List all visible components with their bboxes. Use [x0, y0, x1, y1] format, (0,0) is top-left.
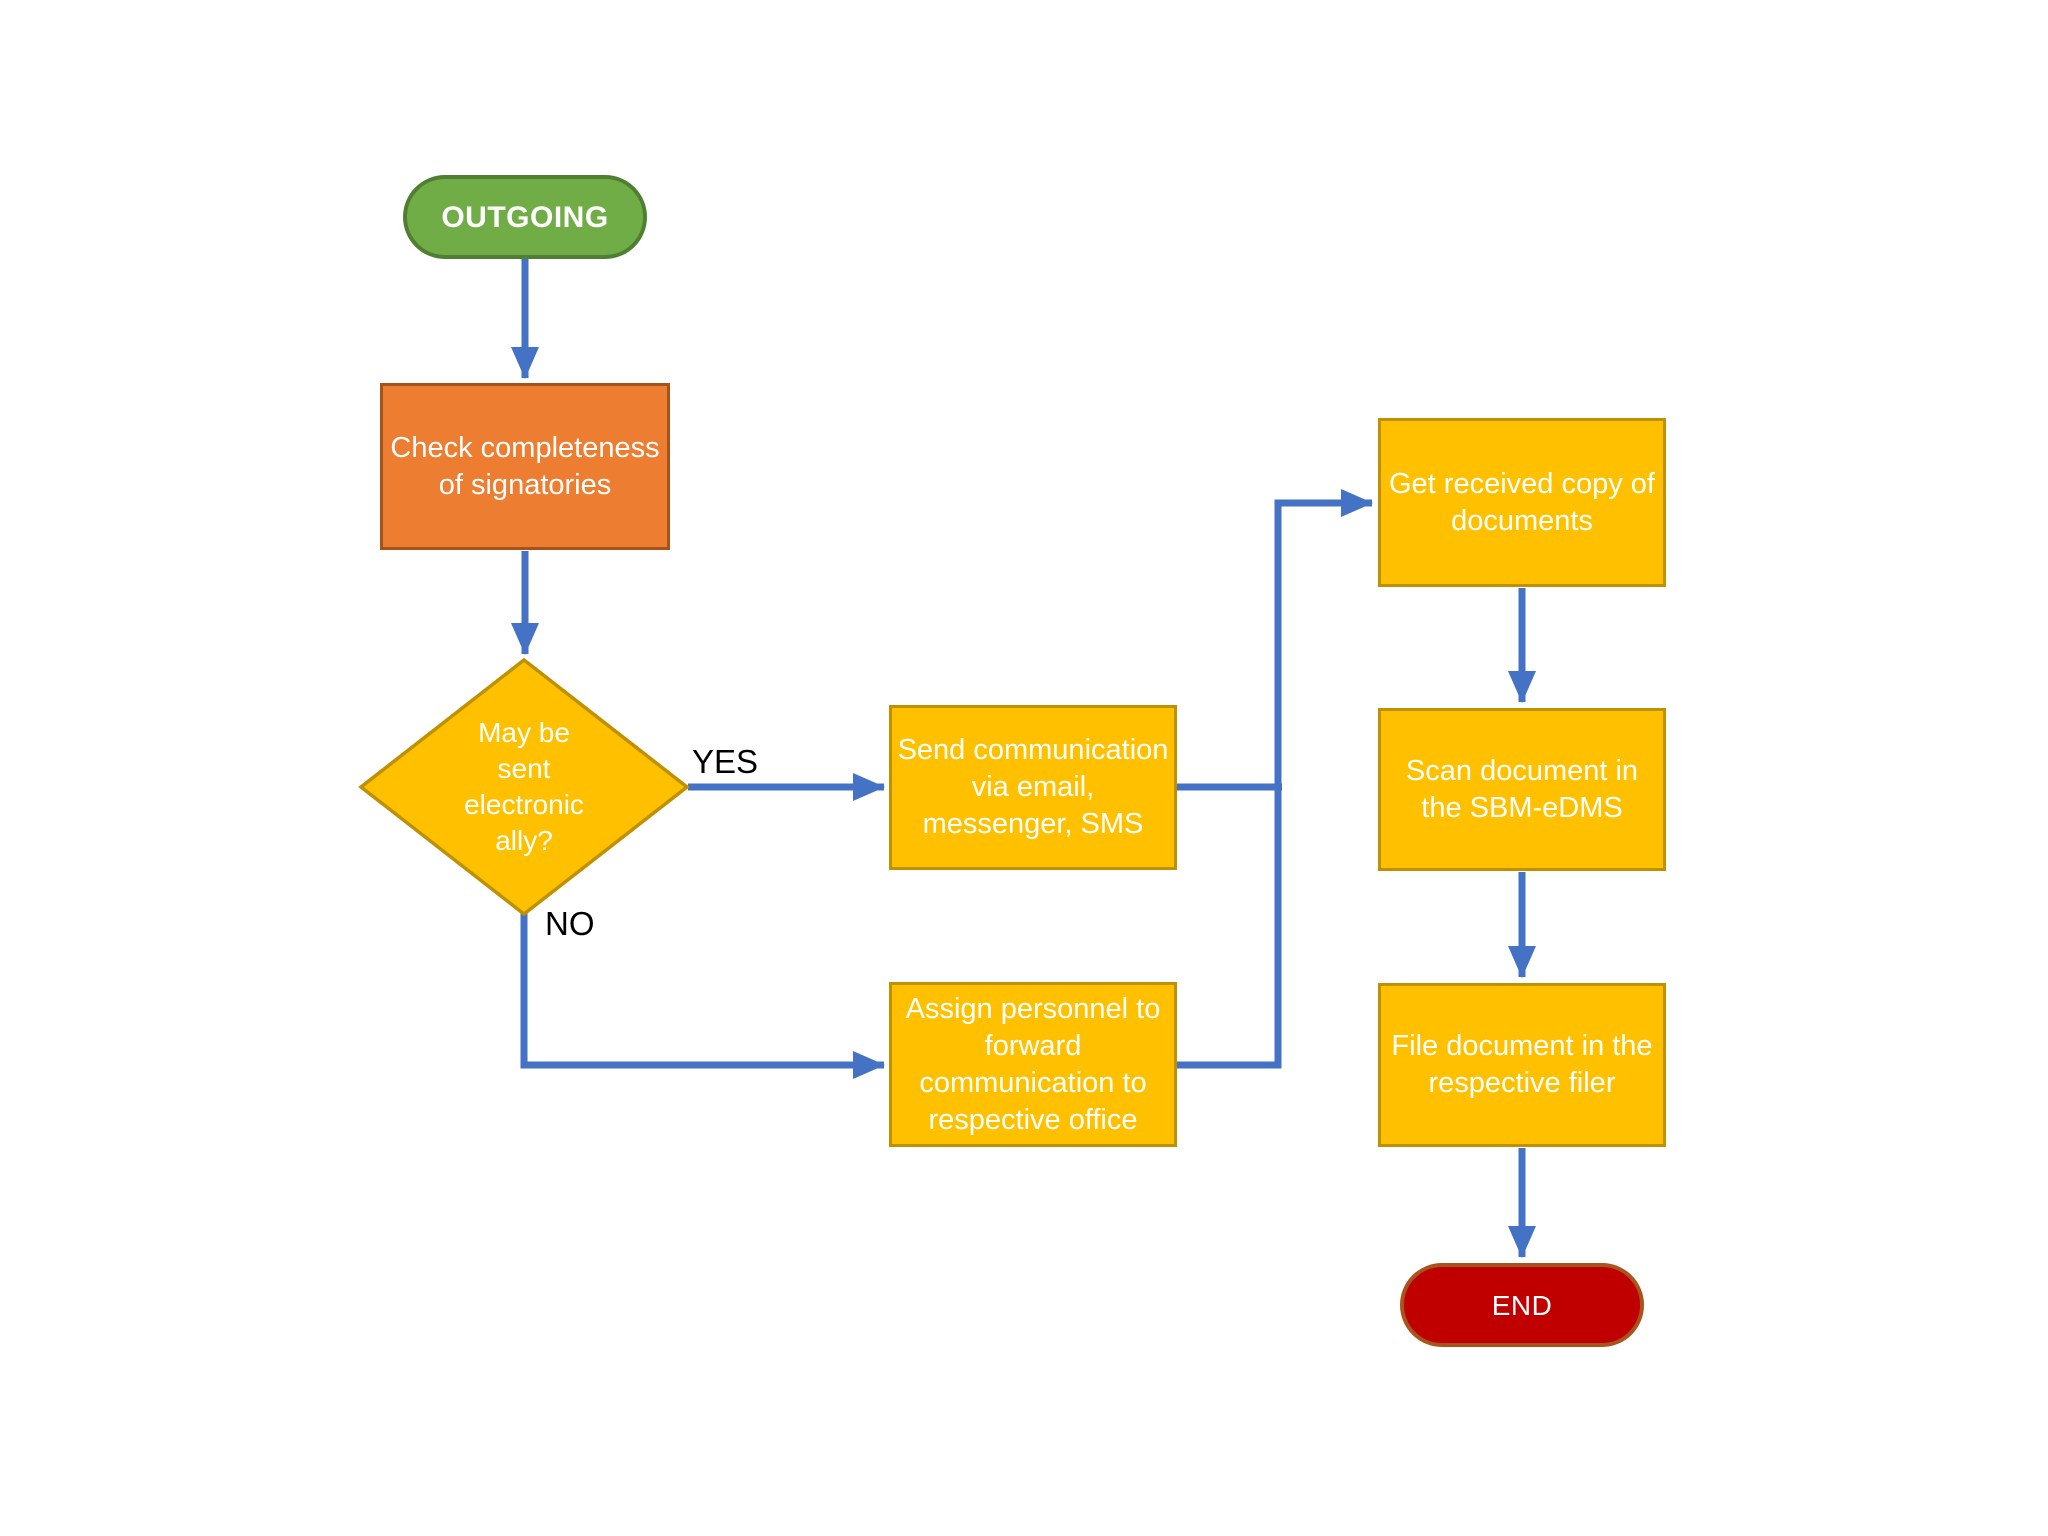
decision-may-be-sent-electronically: May be sent electronic ally? — [464, 717, 584, 856]
process-scan-document: Scan document in the SBM-eDMS — [1378, 708, 1666, 871]
decision-diamond-shape — [358, 657, 690, 917]
edge-assign-to-getcopy — [1177, 489, 1373, 1069]
process-assign-personnel: Assign personnel to forward communicatio… — [889, 982, 1177, 1147]
process-file-document: File document in the respective filer — [1378, 983, 1666, 1147]
start-node-outgoing: OUTGOING — [403, 175, 647, 259]
process-send-communication: Send communication via email, messenger,… — [889, 705, 1177, 870]
end-node: END — [1400, 1263, 1644, 1347]
process-get-received-copy: Get received copy of documents — [1378, 418, 1666, 587]
edge-label-yes: YES — [692, 743, 759, 780]
edge-label-no: NO — [545, 905, 595, 942]
edge-decision-no-to-assign — [520, 912, 885, 1079]
process-check-completeness: Check completeness of signatories — [380, 383, 670, 550]
